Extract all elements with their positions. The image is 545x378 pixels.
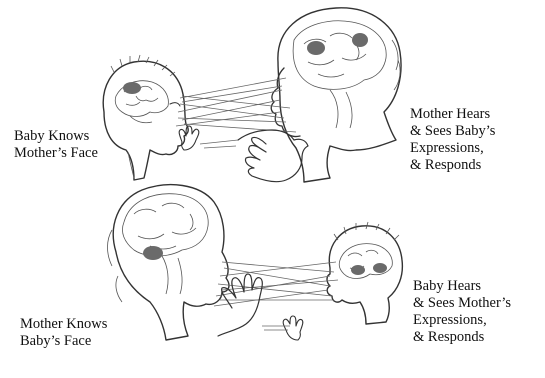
brain-highlight xyxy=(143,246,163,260)
caption-baby-knows: Baby Knows Mother’s Face xyxy=(14,128,98,162)
hand-link-top xyxy=(200,140,238,144)
caption-mother-knows: Mother Knows Baby’s Face xyxy=(20,316,107,350)
mother-hand-top xyxy=(238,130,308,182)
baby-head-top xyxy=(103,55,188,180)
mother-head-top xyxy=(271,8,401,182)
caption-line: Baby Hears xyxy=(413,278,511,295)
caption-line: & Sees Mother’s xyxy=(413,295,511,312)
hand-link-top xyxy=(204,146,236,148)
caption-line: Baby Knows xyxy=(14,128,98,145)
brain-highlight xyxy=(352,33,368,47)
caption-line: Baby’s Face xyxy=(20,333,107,350)
brain-highlight xyxy=(307,41,325,55)
brain-highlight xyxy=(373,263,387,273)
caption-line: Mother’s Face xyxy=(14,145,98,162)
caption-baby-hears: Baby Hears & Sees Mother’s Expressions, … xyxy=(413,278,511,346)
caption-line: Expressions, xyxy=(413,312,511,329)
caption-line: Mother Knows xyxy=(20,316,107,333)
brain-highlight xyxy=(351,265,365,275)
mother-hand-bottom xyxy=(218,274,262,336)
mother-head-bottom xyxy=(108,185,229,340)
caption-line: Mother Hears xyxy=(410,106,495,123)
caption-mother-hears: Mother Hears & Sees Baby’s Expressions, … xyxy=(410,106,495,174)
caption-line: & Responds xyxy=(410,157,495,174)
baby-hand-top xyxy=(179,126,199,150)
baby-head-bottom xyxy=(327,222,402,324)
caption-line: Expressions, xyxy=(410,140,495,157)
baby-hand-bottom xyxy=(283,316,303,340)
connection-lines-bottom xyxy=(214,262,338,306)
brain-highlight xyxy=(123,82,141,94)
caption-line: & Sees Baby’s xyxy=(410,123,495,140)
caption-line: & Responds xyxy=(413,329,511,346)
